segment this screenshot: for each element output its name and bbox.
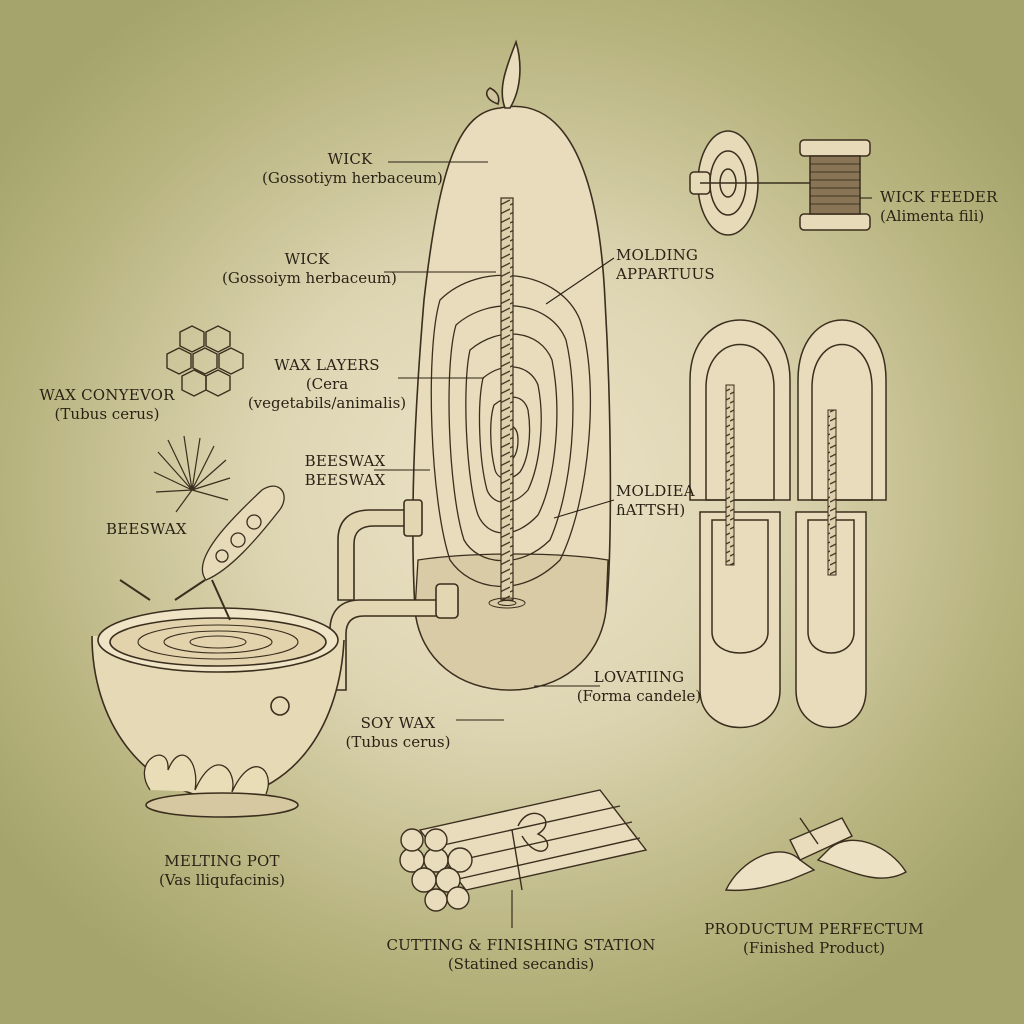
candle-molds <box>689 319 887 729</box>
label-moldiea: MOLDIEA ɦATTSH) <box>616 482 716 520</box>
wick-feeder <box>689 130 871 236</box>
label-title: MOLDING <box>616 246 699 264</box>
label-beeswax: BEESWAX <box>106 520 206 539</box>
label-title: PRODUCTUM PERFECTUM <box>704 920 924 938</box>
label-title: SOY WAX <box>360 714 436 732</box>
label-subtitle: (Finished Product) <box>743 939 885 957</box>
label-title: BEESWAX <box>304 452 386 470</box>
label-title: MOLDIEA <box>616 482 695 500</box>
label-wax-conveyor: WAX CONYEVOR (Tubus cerus) <box>22 386 192 424</box>
label-wick-top: WICK (Gossotiym herbaceum) <box>262 150 443 188</box>
palm-leaf-icon <box>153 435 231 513</box>
label-subtitle: (Gossoiym herbaceum) <box>222 269 397 287</box>
wax-conveyor-pipes <box>329 499 459 691</box>
leader-lines <box>374 161 872 928</box>
honeycomb-icon <box>166 325 244 397</box>
label-title: MELTING POT <box>164 852 280 870</box>
label-melting-pot: MELTING POT (Vas lliqufacinis) <box>142 852 302 890</box>
finished-product-hands <box>724 817 907 892</box>
label-title: WAX CONYEVOR <box>39 386 175 404</box>
candle-bundle <box>399 789 648 912</box>
label-subtitle: (Forma candele) <box>576 687 702 705</box>
label-subtitle-2: (vegetabils/animalis) <box>247 394 407 412</box>
label-wax-layers: WAX LAYERS (Cera (vegetabils/animalis) <box>242 356 412 413</box>
label-soy-wax: SOY WAX (Tubus cerus) <box>340 714 456 752</box>
label-title: WAX LAYERS <box>274 356 380 374</box>
molding-apparatus-body <box>412 39 612 691</box>
label-subtitle: APPARTUUS <box>616 265 715 283</box>
label-subtitle: (Gossotiym herbaceum) <box>262 169 443 187</box>
label-title: WICK <box>284 250 330 268</box>
label-title: WICK <box>327 150 373 168</box>
label-title: BEESWAX <box>106 520 187 538</box>
label-wick-feeder: WICK FEEDER (Alimenta fili) <box>880 188 1000 226</box>
label-subtitle: (Tubus cerus) <box>345 733 451 751</box>
label-title: CUTTING & FINISHING STATION <box>386 936 656 954</box>
melting-pot <box>91 579 345 818</box>
label-subtitle: ɦATTSH) <box>616 501 686 519</box>
label-molding-apparatus: MOLDING APPARTUUS <box>616 246 736 284</box>
label-beeswax-pair: BEESWAX BEESWAX <box>290 452 400 490</box>
label-subtitle: BEESWAX <box>304 471 386 489</box>
label-subtitle: (Cera <box>305 375 349 393</box>
label-subtitle: (Statined secandis) <box>447 955 595 973</box>
label-title: WICK FEEDER <box>880 188 998 206</box>
label-subtitle: (Alimenta fili) <box>880 207 985 225</box>
label-finished-product: PRODUCTUM PERFECTUM (Finished Product) <box>702 920 926 958</box>
soy-pod-icon <box>201 485 285 581</box>
label-wick-mid: WICK (Gossoiym herbaceum) <box>222 250 397 288</box>
label-subtitle: (Tubus cerus) <box>54 405 160 423</box>
label-lovatiing: LOVATIING (Forma candele) <box>572 668 706 706</box>
label-cutting-station: CUTTING & FINISHING STATION (Statined se… <box>384 936 658 974</box>
label-title: LOVATIING <box>593 668 685 686</box>
label-subtitle: (Vas lliqufacinis) <box>158 871 286 889</box>
